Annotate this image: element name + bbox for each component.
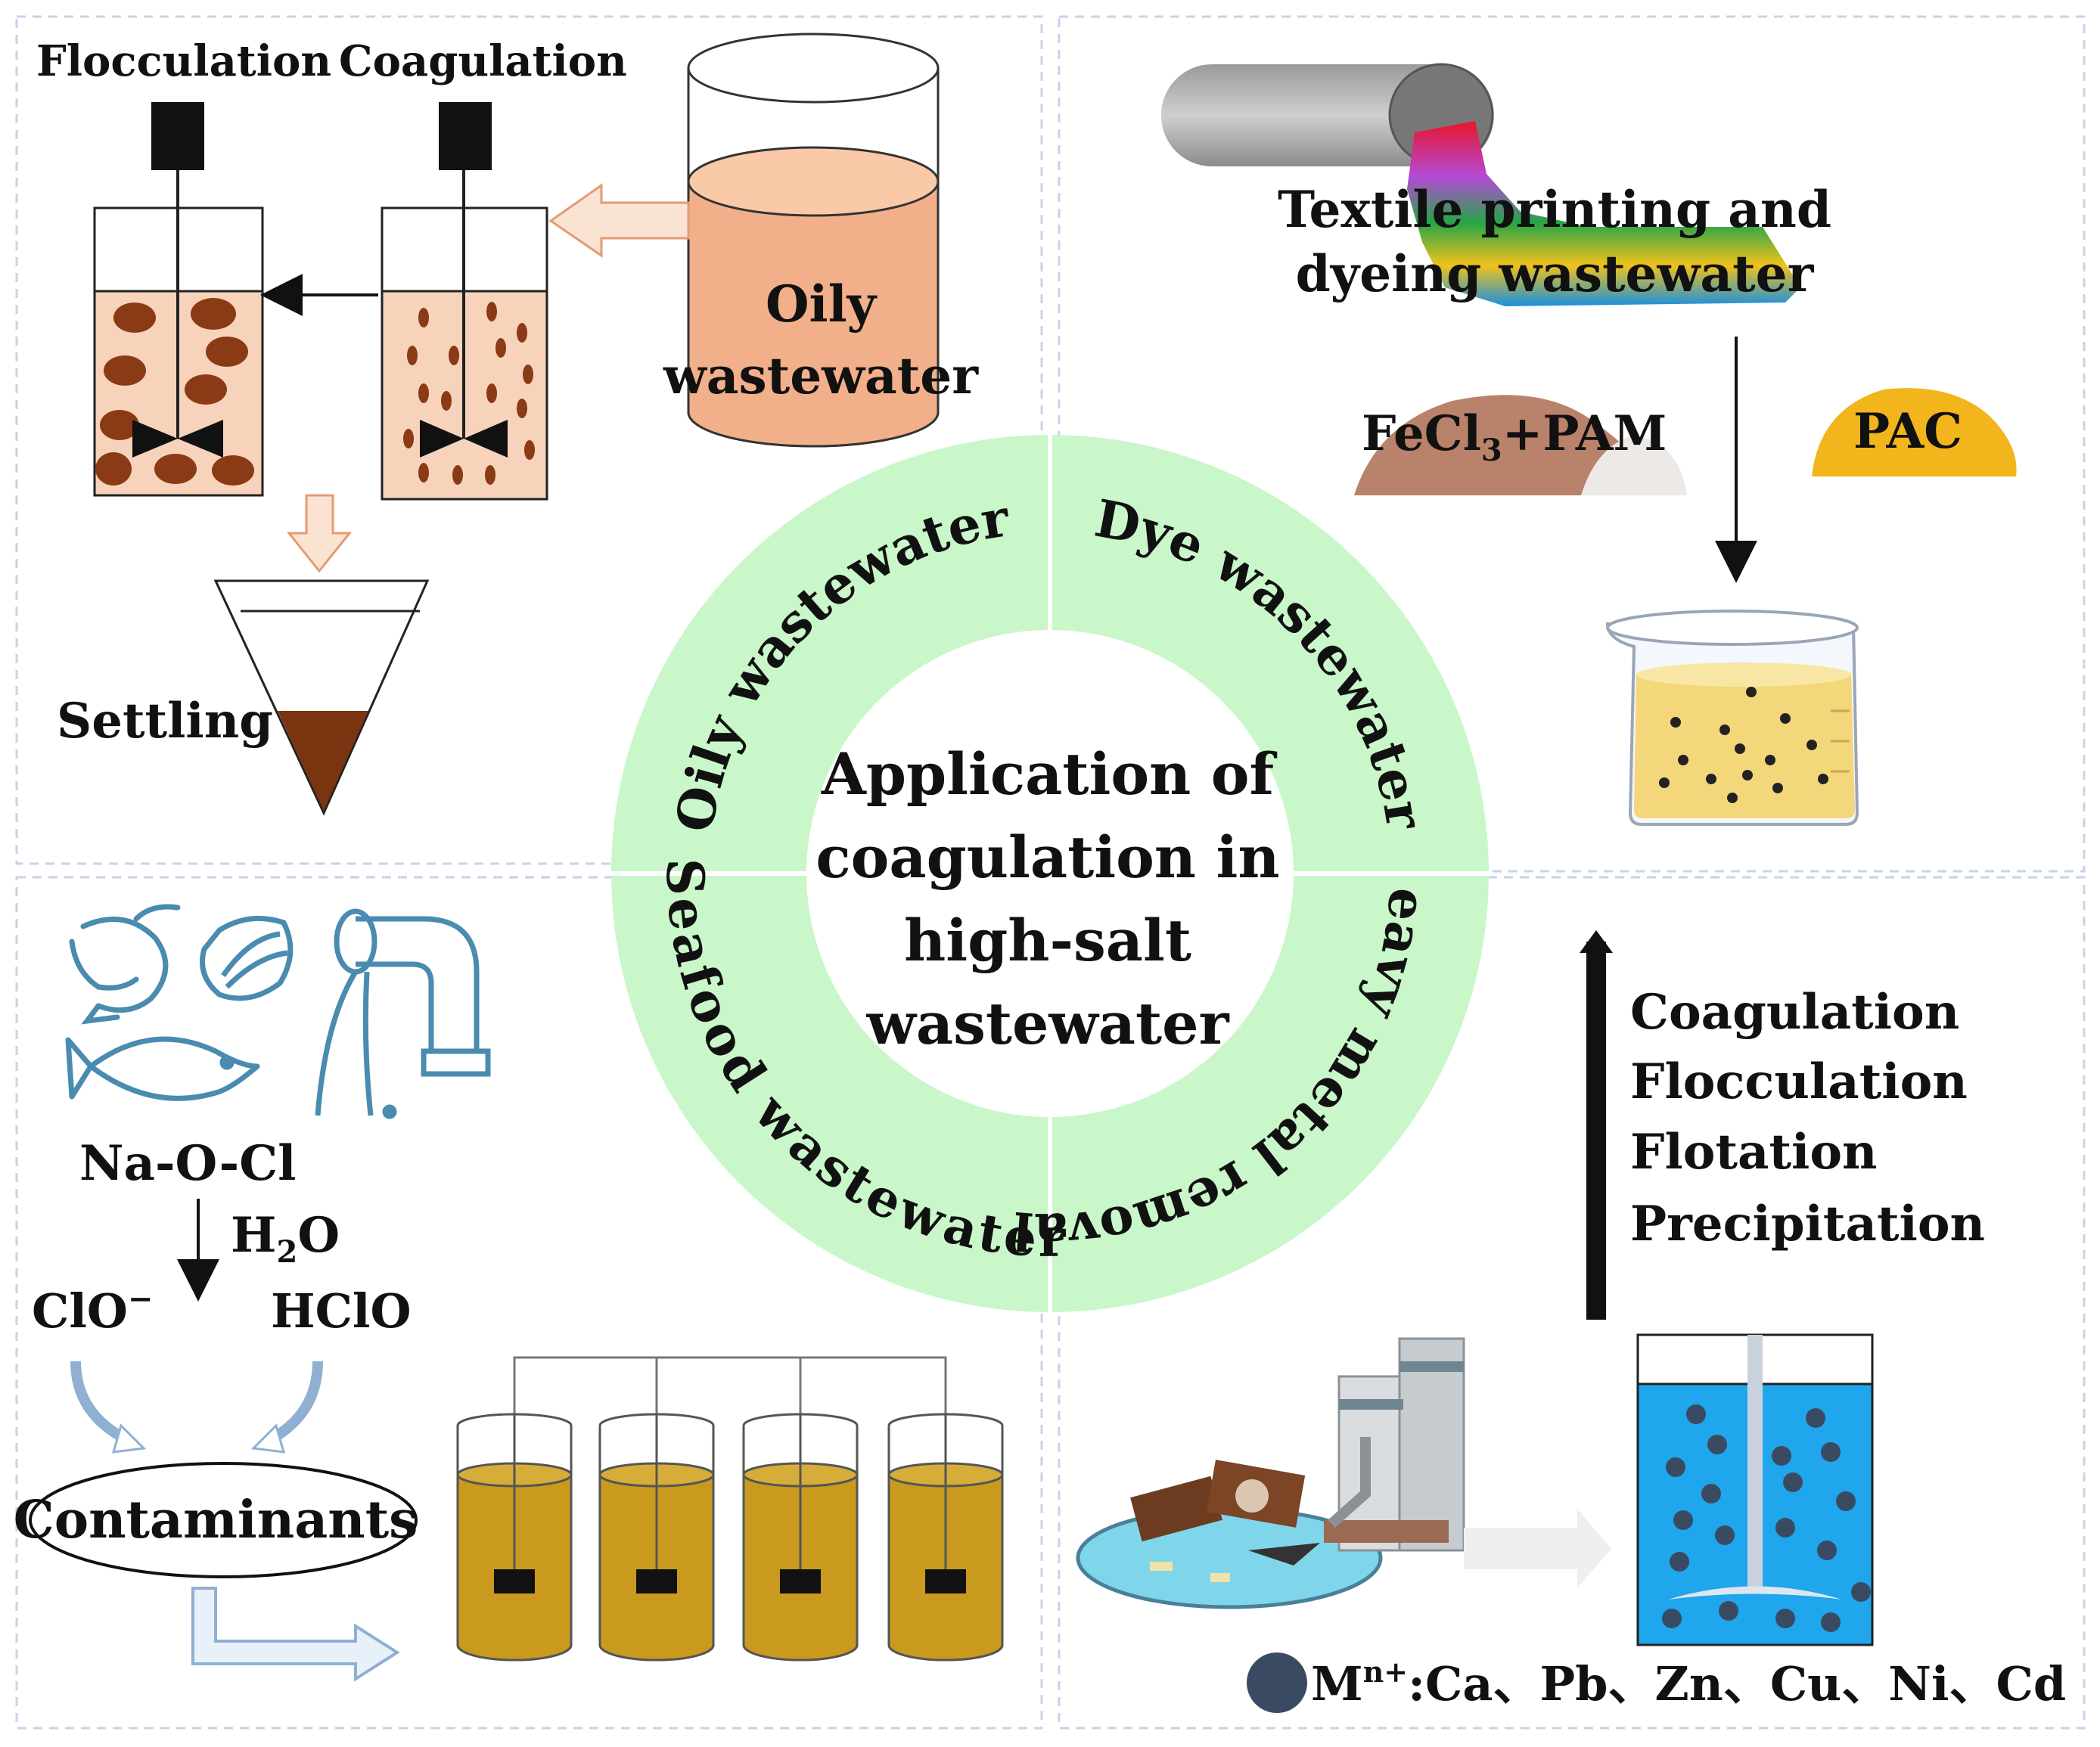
process-precipitation: Precipitation — [1630, 1196, 1985, 1252]
metal-ion-tank — [1636, 1333, 1874, 1646]
fecl3-pam-powder: FeCl3+PAM — [1354, 395, 1687, 495]
up-arrow-head — [1580, 930, 1613, 953]
center-title-line-1: Application of — [821, 740, 1278, 808]
dye-wastewater-panel: Textile printing and dyeing wastewater F… — [1161, 63, 2017, 826]
outflow-pipe-icon — [315, 908, 491, 1119]
h2o-label: H2O — [231, 1207, 340, 1270]
contaminants-label: Contaminants — [14, 1490, 418, 1550]
jar-beaker — [456, 1413, 573, 1662]
flocculation-label: Flocculation — [36, 36, 331, 86]
hclo-label: HClO — [271, 1283, 412, 1339]
jar-test-apparatus — [456, 1356, 1004, 1662]
center-title-line-4: wastewater — [865, 990, 1229, 1057]
dye-title-1: Textile printing and — [1278, 180, 1831, 239]
settling-label: Settling — [57, 693, 273, 749]
heavy-metal-panel: Coagulation Flocculation Flotation Preci… — [1076, 930, 2066, 1713]
metal-ions — [1662, 1404, 1871, 1632]
pac-label: PAC — [1853, 403, 1962, 460]
oily-tank-label-1: Oily — [766, 275, 878, 334]
jar-beaker — [742, 1413, 859, 1662]
oyster-icon — [200, 915, 294, 1001]
oily-wastewater-panel: Flocculation Coagulation — [36, 33, 979, 816]
contaminants-ellipse — [29, 1462, 418, 1578]
process-coagulation: Coagulation — [1630, 984, 1959, 1041]
coagulation-tank — [381, 102, 548, 501]
process-flocculation: Flocculation — [1630, 1053, 1968, 1110]
center-title-line-2: coagulation in — [815, 824, 1279, 891]
coagulant-particles — [403, 302, 535, 485]
hollow-down-arrow — [286, 494, 353, 573]
hollow-left-arrow — [548, 183, 690, 258]
discharge-pipe-icon — [1161, 63, 1800, 306]
seafood-wastewater-panel: Na-O-Cl H2O ClO− HClO Contaminants — [14, 904, 1004, 1682]
naocl-label: Na-O-Cl — [79, 1135, 296, 1192]
jar-beaker — [887, 1413, 1004, 1662]
oily-tank-label-2: wastewater — [663, 346, 979, 405]
hollow-right-arrow — [191, 1587, 400, 1682]
shrimp-icon — [69, 904, 181, 1025]
gray-right-arrow — [1464, 1509, 1611, 1588]
fish-icon — [65, 1036, 260, 1101]
motor-icon — [439, 102, 492, 170]
beaker-graduations — [1831, 709, 1850, 773]
jar-beaker — [598, 1413, 715, 1662]
metal-ion-legend: Mn+:Ca、Pb、Zn、Cu、Ni、Cd — [1311, 1655, 2066, 1711]
process-flotation: Flotation — [1630, 1124, 1878, 1181]
dye-particles — [1659, 687, 1828, 803]
impeller-icon — [132, 420, 223, 458]
metal-ion-legend-icon — [1247, 1652, 1307, 1713]
dye-title-2: dyeing wastewater — [1296, 244, 1815, 303]
flocculation-tank — [93, 102, 264, 497]
fecl3-pam-label: FeCl3+PAM — [1362, 405, 1667, 468]
dye-beaker — [1605, 610, 1859, 826]
coagulation-label: Coagulation — [339, 36, 627, 86]
settling-cone — [213, 579, 430, 816]
dye-stream — [1407, 121, 1800, 306]
center-title-line-3: high-salt — [904, 907, 1191, 974]
clo-label: ClO− — [32, 1281, 153, 1339]
impeller-icon — [420, 420, 508, 458]
oily-wastewater-tank: Oily wastewater — [663, 33, 979, 448]
floc-particles — [95, 298, 254, 486]
motor-icon — [151, 102, 204, 170]
pac-powder: PAC — [1812, 388, 2017, 476]
industrial-pollution-icon — [1076, 1337, 1465, 1609]
